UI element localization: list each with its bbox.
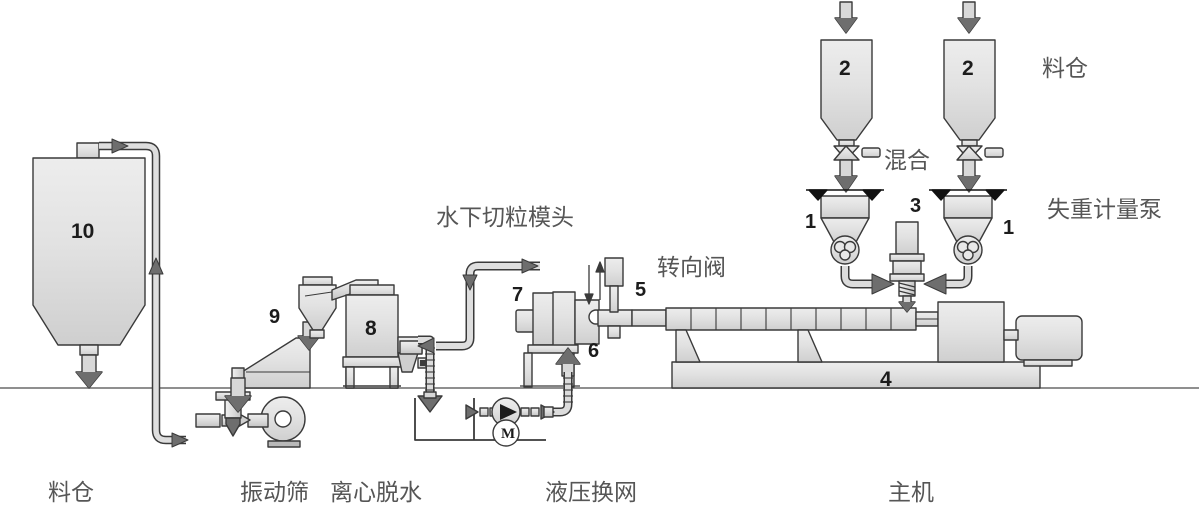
water-pump-motor-label: M: [501, 426, 516, 442]
side-feeder-hopper: [895, 221, 919, 255]
silo-10-body: [32, 157, 146, 346]
barrel-support-1: [675, 329, 701, 363]
pump-left-hopper-top: [820, 195, 870, 219]
silo-10-inlet-nozzle: [76, 142, 100, 159]
blower-fan-group: [195, 391, 306, 448]
item-number-4: 4: [880, 368, 892, 391]
pump-right-hopper-top: [943, 195, 993, 219]
pelletizer-7-group: [515, 291, 581, 417]
pelletizer-base-plate: [527, 344, 579, 354]
pelletizer-water-hose: [546, 372, 573, 417]
extruder-4-group: [665, 301, 1083, 389]
diverter-lower-stem: [607, 325, 621, 339]
item-number-3: 3: [910, 195, 922, 217]
pelletizer-water-chamber: [552, 291, 576, 349]
diverter-actuator-cylinder: [604, 257, 624, 287]
label-centrifugal-dewater: 离心脱水: [330, 480, 422, 506]
diverter-stem: [609, 285, 619, 313]
vibrating-screen-body: [241, 337, 311, 389]
item-number-7: 7: [512, 284, 524, 306]
item-number-6: 6: [588, 340, 600, 362]
side-feeder-flange-2: [889, 273, 925, 282]
label-diverter-valve: 转向阀: [657, 255, 726, 281]
pump-impeller-symbol: [500, 404, 517, 420]
label-vibrating-screen: 振动筛: [240, 480, 309, 506]
diverter-valve-5-group: [584, 257, 624, 339]
motor-base: [1023, 359, 1073, 367]
silo-2-left-valve-handle: [861, 147, 881, 158]
metering-pump-1-right: [923, 189, 1007, 295]
extruder-motor: [1015, 315, 1083, 361]
water-circulation-group: [414, 397, 555, 447]
label-hydraulic-screen-changer: 液压换网: [545, 480, 637, 506]
label-loss-in-weight-pump: 失重计量泵: [1047, 197, 1162, 223]
metering-pump-1-left: [806, 189, 895, 295]
label-main-machine: 主机: [888, 480, 934, 506]
water-pump-motor-circle: [492, 419, 520, 447]
side-feeder-3-group: [889, 221, 925, 313]
extruder-gearbox: [937, 301, 1005, 363]
label-silo-bottom: 料仓: [48, 480, 94, 506]
side-feeder-flange-1: [889, 253, 925, 262]
silo-2-left-body: [820, 39, 873, 141]
dryer-body: [345, 294, 399, 358]
item-number-9: 9: [269, 306, 281, 328]
centrifugal-dryer-8-group: [342, 284, 443, 413]
label-underwater-pelletizing-die: 水下切粒模头: [436, 205, 574, 231]
item-number-2-right: 2: [962, 57, 974, 80]
item-number-1-left: 1: [805, 211, 817, 233]
motor-coupling: [1003, 329, 1019, 341]
side-feeder-body: [892, 260, 922, 275]
silo-2-right-body: [943, 39, 996, 141]
label-silo-right: 料仓: [1042, 56, 1088, 82]
suction-arrow: [465, 404, 479, 420]
pelletizer-leg-left: [523, 352, 533, 388]
item-number-2-left: 2: [839, 57, 851, 80]
dryer-mid-flange: [342, 356, 402, 368]
silo-10-group: [32, 142, 146, 389]
dryer-top-flange: [349, 284, 395, 296]
silo-10-outlet: [79, 344, 99, 356]
item-number-5: 5: [635, 279, 647, 301]
melt-pipe-b: [631, 309, 667, 327]
slurry-transfer-line: [417, 258, 540, 354]
item-number-1-right: 1: [1003, 217, 1015, 239]
extruder-base-frame: [671, 361, 1041, 389]
pneumatic-conveying-line: [99, 138, 189, 448]
feed-silo-2-left: [820, 1, 881, 193]
feed-silo-2-right: [943, 1, 1004, 193]
cyclone-top-cap: [302, 276, 333, 286]
item-number-8: 8: [365, 317, 377, 340]
barrel-support-2: [797, 329, 823, 363]
label-mixing: 混合: [884, 148, 930, 174]
vibrating-screen-9-group: [224, 321, 321, 413]
silo-2-right-valve-handle: [984, 147, 1004, 158]
blower-outlet-duct: [247, 413, 269, 428]
item-number-10: 10: [71, 220, 95, 243]
